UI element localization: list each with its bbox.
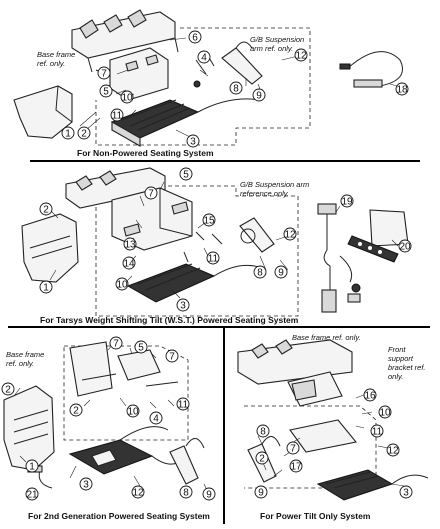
- suspension-arm-note: G/B Suspension arm ref. only.: [250, 35, 306, 53]
- shroud-illustration: [13, 85, 73, 139]
- section-power-tilt-only: 2 3 7 8 9 10 11 12 16 17 Base frame ref.…: [237, 333, 429, 521]
- long-cable-illustration: [317, 203, 381, 313]
- section2-caption: For Tarsys Weight Shifting Tilt (W.S.T.)…: [40, 315, 299, 325]
- callout-8: 8: [233, 84, 239, 95]
- remote-pendant-illustration: [347, 209, 409, 263]
- callout-11c: 11: [178, 400, 189, 411]
- callout-8e: 8: [260, 427, 266, 438]
- base-frame-illustration: [71, 9, 179, 73]
- callout-13: 13: [124, 240, 136, 251]
- callout-14: 14: [123, 259, 135, 270]
- callout-21: 21: [26, 490, 38, 501]
- section-non-powered: 1 2 3 4 5 6 7 8 9 10 11 12 18 Base frame…: [13, 9, 409, 158]
- section2-dashed-frame: [95, 185, 299, 317]
- callout-9e: 9: [258, 488, 264, 499]
- callout-4: 4: [201, 53, 207, 64]
- callout-8c: 8: [183, 488, 189, 499]
- callout-5c: 5: [138, 343, 144, 354]
- section-2nd-generation: 1 2 3 4 5 7 7 8 9 10 11 12 21 2 Base fra…: [1, 336, 216, 521]
- callout-7: 7: [101, 69, 107, 80]
- callout-12e: 12: [387, 446, 399, 457]
- callout-5: 5: [103, 87, 109, 98]
- callout-5b: 5: [183, 170, 189, 181]
- callout-10b: 10: [116, 280, 128, 291]
- callout-7e: 7: [290, 444, 296, 455]
- callout-1c: 1: [29, 462, 35, 473]
- section1-dashed-frame: [95, 27, 311, 146]
- base-frame-note-4: Base frame ref. only.: [292, 333, 361, 342]
- callout-9: 9: [256, 91, 262, 102]
- section1-caption: For Non-Powered Seating System: [77, 148, 214, 158]
- front-bracket-note: Front support bracket ref. only.: [388, 345, 428, 381]
- callout-16: 16: [364, 391, 376, 402]
- callout-8b: 8: [257, 268, 263, 279]
- callout-2c: 2: [5, 385, 11, 396]
- callout-1: 1: [65, 129, 71, 140]
- section3-caption: For 2nd Generation Powered Seating Syste…: [28, 511, 210, 521]
- callout-12c: 12: [132, 488, 144, 499]
- cable-illustration: [339, 51, 403, 88]
- callout-2e: 2: [259, 454, 265, 465]
- callout-15: 15: [203, 216, 215, 227]
- callout-2b: 2: [43, 205, 49, 216]
- callout-10e: 10: [379, 408, 391, 419]
- callout-9c: 9: [206, 490, 212, 501]
- shroud-illustration-2: [21, 213, 79, 283]
- callout-17: 17: [290, 462, 302, 473]
- base-frame-note: Base frame ref. only.: [37, 50, 77, 68]
- callout-11b: 11: [208, 254, 219, 265]
- base-frame-note-3: Base frame ref. only.: [6, 350, 46, 368]
- callout-3b: 3: [180, 301, 186, 312]
- callout-3e: 3: [403, 488, 409, 499]
- section4-caption: For Power Tilt Only System: [260, 511, 371, 521]
- callout-6: 6: [192, 33, 198, 44]
- callout-10: 10: [121, 93, 133, 104]
- suspension-arm-illustration: [221, 47, 263, 85]
- callout-1b: 1: [43, 283, 49, 294]
- callout-12b: 12: [284, 230, 296, 241]
- callout-3c: 3: [83, 480, 89, 491]
- callout-12: 12: [295, 51, 307, 62]
- callout-11: 11: [112, 111, 123, 122]
- callout-18: 18: [396, 85, 408, 96]
- callout-2d: 2: [73, 406, 79, 417]
- callout-7b: 7: [148, 189, 154, 200]
- callout-20: 20: [399, 242, 411, 253]
- section-tarsys-wst: 1 2 3 5 7 8 9 10 11 12 13 14 15 19 20 G/…: [21, 167, 412, 325]
- suspension-reference-note: G/B Suspension arm reference only.: [240, 180, 311, 198]
- callout-19: 19: [341, 197, 353, 208]
- callout-4c: 4: [153, 414, 159, 425]
- callout-7d: 7: [169, 352, 175, 363]
- callout-11e: 11: [372, 427, 383, 438]
- callout-2: 2: [81, 129, 87, 140]
- callout-3: 3: [190, 137, 196, 148]
- callout-10c: 10: [127, 407, 139, 418]
- joystick-module-illustration: [110, 98, 261, 147]
- callout-9b: 9: [278, 268, 284, 279]
- callout-7c: 7: [113, 339, 119, 350]
- mount-bracket-illustration: [109, 47, 169, 101]
